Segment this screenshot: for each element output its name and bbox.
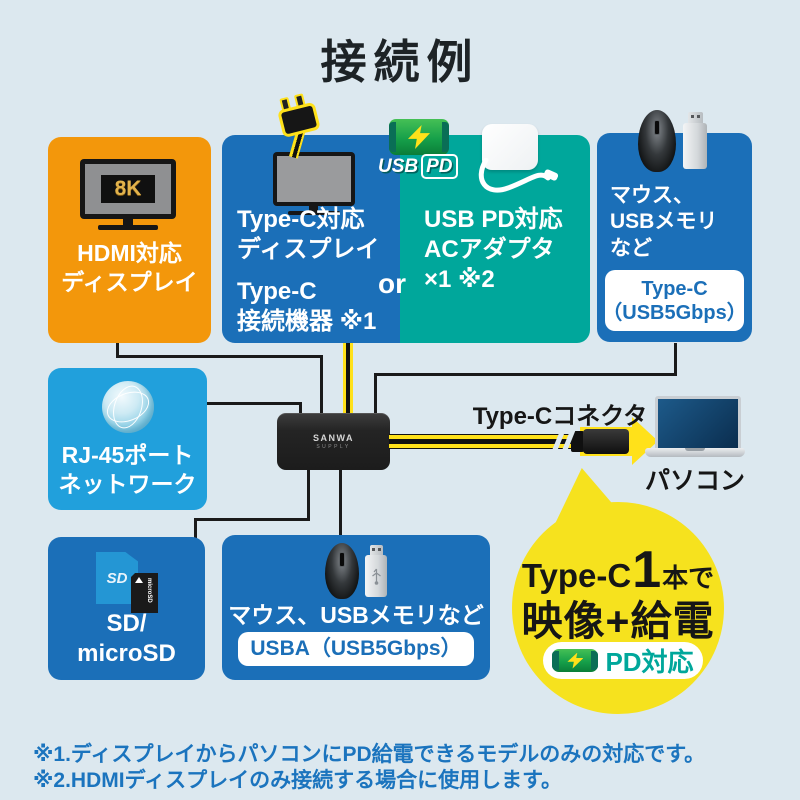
hub-device: SANWA SUPPLY (277, 413, 390, 470)
usbpd-badge-pd: PD (421, 154, 458, 179)
typec-connector-icon (583, 429, 629, 454)
box-rj45-network: RJ-45ポート ネットワーク (48, 368, 207, 510)
line-usba-v (339, 465, 342, 537)
typec-arrow-head (632, 417, 658, 465)
line-sd-v2 (194, 518, 197, 538)
rj45-box-label: RJ-45ポート ネットワーク (58, 442, 197, 497)
callout-typec: Type-C (521, 557, 632, 594)
page-title: 接続例 (320, 36, 480, 88)
typec-display-label: Type-C対応 ディスプレイ (237, 206, 380, 264)
hub-brand: SANWA (313, 433, 354, 443)
line-sd-v1 (307, 465, 310, 521)
pd-pill: PD対応 (543, 642, 703, 679)
usbpd-badge-usb: USB (378, 156, 419, 177)
mouse-icon (638, 110, 676, 172)
tv-8k-badge: 8K (114, 177, 142, 200)
globe-network-icon (102, 381, 154, 433)
typec-device-label: Type-C 接続機器 ※1 (237, 278, 377, 336)
pd-battery-icon (552, 649, 599, 672)
callout-line2: 映像+給電 (521, 598, 715, 644)
usb-memory-icon (682, 112, 708, 169)
sd-box-label: SD/ microSD (77, 610, 176, 667)
line-typec-usb-h (374, 373, 677, 376)
power-plug-icon (274, 91, 321, 141)
sd-card-logo: SD (106, 569, 128, 587)
callout-bubble: Type-C 1 本で 映像+給電 PD対応 (512, 502, 724, 714)
microsd-card-icon: microSD (131, 573, 158, 613)
typec-connector-ridge (571, 431, 584, 452)
pd-label: PD対応 (605, 647, 694, 677)
line-rj45-h (207, 402, 302, 405)
hub-brand-sub: SUPPLY (316, 444, 351, 450)
mouse-icon-2 (325, 543, 359, 599)
footnote-2: ※2.HDMIディスプレイのみ接続する場合に使用します。 (33, 769, 563, 792)
footnote-1: ※1.ディスプレイからパソコンにPD給電できるモデルのみの対応です。 (33, 743, 706, 766)
hdmi-box-label: HDMI対応 ディスプレイ (61, 240, 198, 295)
callout-line1: Type-C 1 本で (512, 540, 724, 600)
usb-memory-icon-2 (364, 545, 388, 597)
usba-port-pill: USBA（USB5Gbps） (238, 632, 474, 666)
line-hdmi-v1 (116, 343, 119, 357)
callout-count: 1 (632, 541, 662, 599)
typec-display-cable (343, 343, 353, 417)
pc-label: パソコン (645, 467, 746, 495)
or-label: or (378, 268, 406, 299)
mouse-usba-label: マウス、USBメモリなど (228, 602, 484, 628)
line-typec-usb-v2 (374, 373, 377, 417)
typec-connector-label: Type-Cコネクタ (472, 403, 648, 430)
microsd-card-logo: microSD (145, 577, 152, 603)
usbpd-battery-icon (389, 119, 449, 155)
box-mouse-usba: マウス、USBメモリなど USBA（USB5Gbps） (222, 535, 490, 680)
typec-pc-cable (389, 434, 589, 449)
line-hdmi-h (116, 355, 323, 358)
line-hdmi-v2 (320, 355, 323, 417)
line-typec-usb-v1 (674, 343, 677, 376)
box-sd-microsd: SD microSD SD/ microSD (48, 537, 205, 680)
box-mouse-typec: マウス、 USBメモリ など Type-C （USB5Gbps） (597, 133, 752, 342)
line-rj45-v (299, 402, 302, 417)
box-hdmi-display: 8K HDMI対応 ディスプレイ (48, 137, 211, 343)
typec-port-pill: Type-C （USB5Gbps） (602, 270, 747, 331)
line-sd-h (194, 518, 310, 521)
mouse-typec-label: マウス、 USBメモリ など (610, 184, 718, 260)
acadapter-label: USB PD対応 ACアダプタ ×1 ※2 (424, 206, 563, 294)
callout-suffix: 本で (662, 563, 715, 593)
